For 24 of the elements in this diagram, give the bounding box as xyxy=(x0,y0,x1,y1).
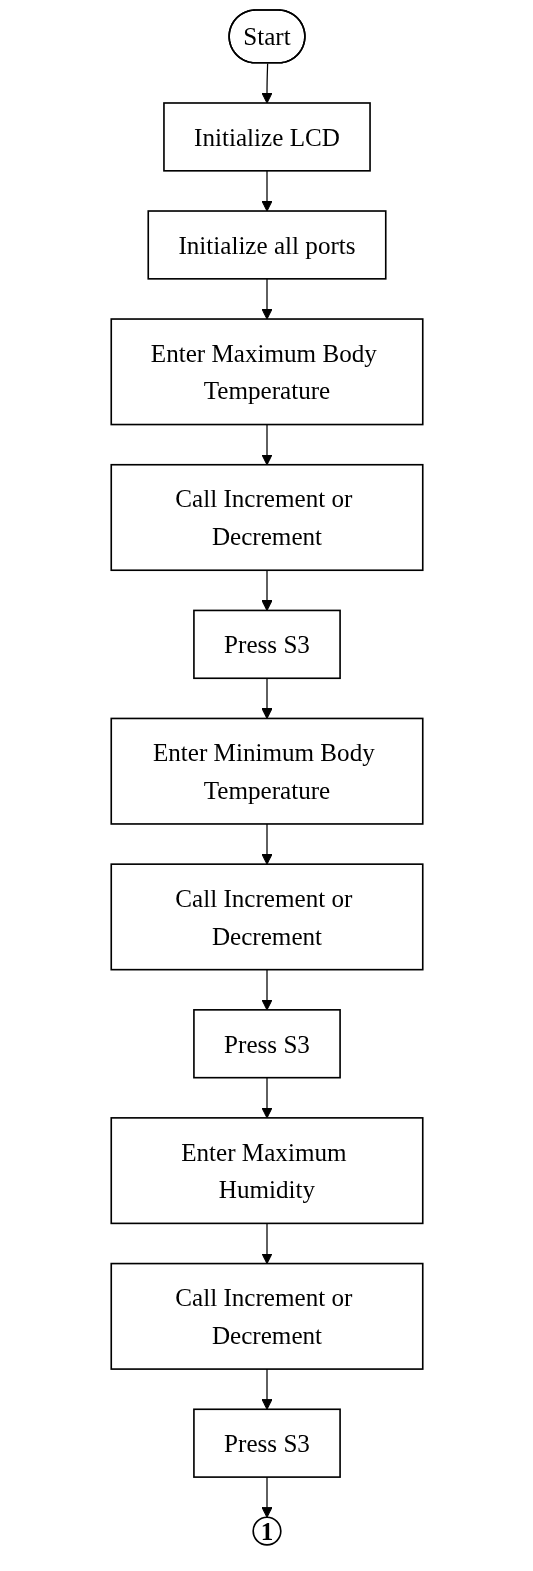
arrow xyxy=(260,278,273,320)
arrow xyxy=(260,823,273,865)
node-box: Call Increment or Decrement xyxy=(109,463,424,572)
node-box: Call Increment or Decrement xyxy=(109,1262,424,1370)
arrow xyxy=(260,1476,273,1518)
node-box: Press S3 xyxy=(192,1009,341,1079)
node-box: Initialize all ports xyxy=(146,210,387,280)
node-box: Enter Maximum Body Temperature xyxy=(109,318,424,426)
arrow xyxy=(260,569,273,611)
node-box: Call Increment or Decrement xyxy=(109,863,424,971)
arrow xyxy=(260,1368,273,1410)
arrow xyxy=(260,677,273,719)
node-box: Enter Minimum Body Temperature xyxy=(109,717,424,825)
node-box: Enter Maximum Humidity xyxy=(109,1117,424,1225)
arrow xyxy=(260,969,273,1011)
arrow xyxy=(260,423,273,466)
node-box: Initialize LCD xyxy=(162,102,371,172)
node-box: Press S3 xyxy=(192,609,341,680)
arrow xyxy=(260,1222,273,1265)
node-circle: 1 xyxy=(251,1516,282,1546)
arrow xyxy=(260,1077,273,1119)
arrow xyxy=(260,62,273,104)
arrow xyxy=(260,170,273,212)
node-box: Press S3 xyxy=(192,1408,341,1478)
